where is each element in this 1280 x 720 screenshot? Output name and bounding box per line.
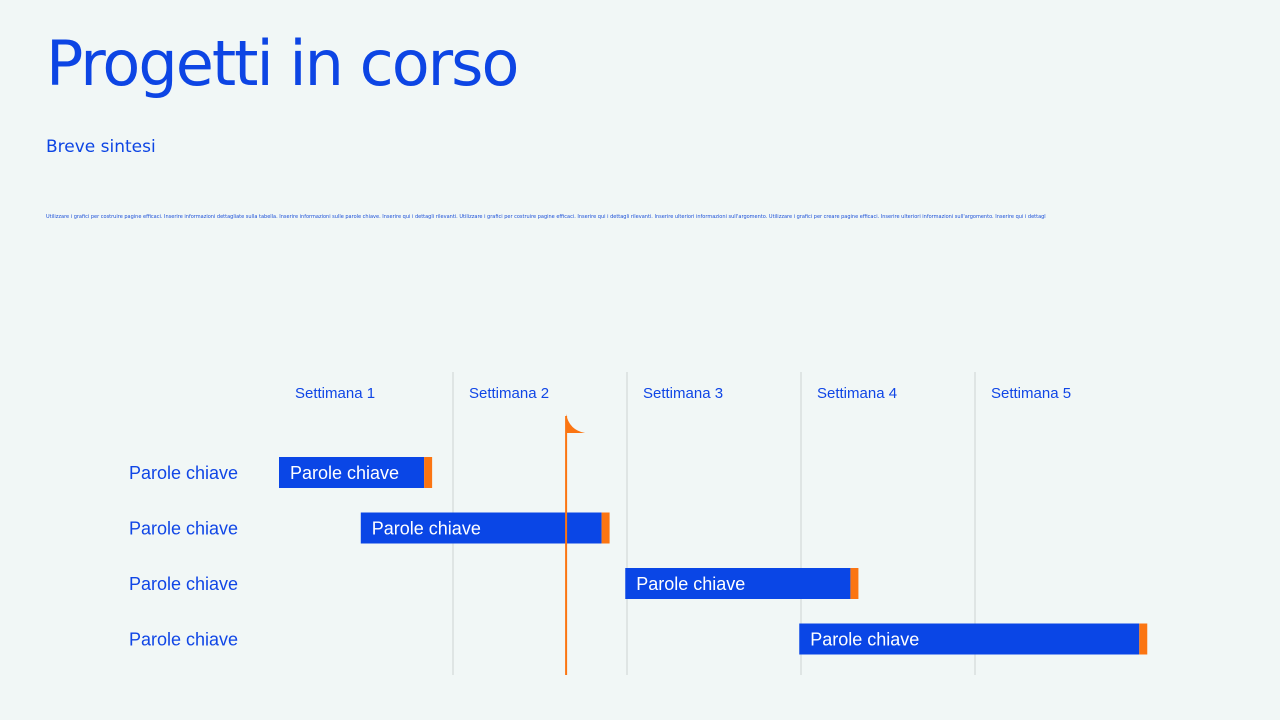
task-bar-label: Parole chiave (372, 519, 481, 539)
task-bar-label: Parole chiave (810, 630, 919, 650)
week-header: Settimana 5 (991, 385, 1071, 402)
task-bar (279, 457, 425, 488)
task-bar (799, 623, 1140, 655)
row-label: Parole chiave (129, 519, 238, 539)
task-bar-label: Parole chiave (636, 574, 745, 594)
week-header: Settimana 2 (469, 385, 549, 402)
task-bar-end (1139, 623, 1148, 655)
row-label: Parole chiave (129, 463, 238, 483)
today-marker-flag (566, 414, 586, 433)
row-label: Parole chiave (129, 630, 238, 650)
row-label: Parole chiave (129, 574, 238, 594)
task-bar-end (424, 457, 433, 488)
task-bar-end (850, 568, 859, 599)
body-text: Utilizzare i grafici per costruire pagin… (46, 214, 1046, 220)
task-bar-end (601, 512, 610, 544)
task-bar-label: Parole chiave (290, 463, 399, 483)
week-header: Settimana 3 (643, 385, 723, 402)
task-bar (625, 568, 851, 599)
week-header: Settimana 4 (817, 385, 897, 402)
week-header: Settimana 1 (295, 385, 375, 402)
page-title: Progetti in corso (46, 27, 519, 100)
page-subtitle: Breve sintesi (46, 137, 156, 157)
task-bar (360, 512, 602, 544)
